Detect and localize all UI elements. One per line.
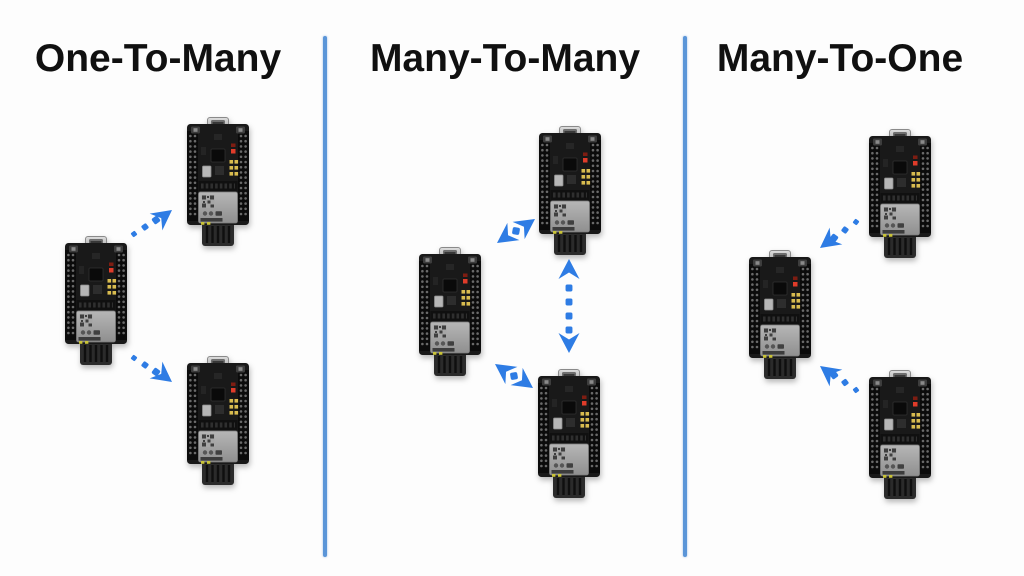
esp32-board-sender-bottom (868, 370, 932, 500)
esp32-board-receiver (748, 250, 812, 380)
section-divider-right (683, 36, 687, 557)
section-divider-left (323, 36, 327, 557)
dotted-arrow-down-right-icon (130, 354, 172, 382)
double-arrow-diagonal-ne-sw-icon (497, 219, 535, 243)
dotted-arrow-up-left-icon (820, 366, 860, 394)
section-title-many-to-one: Many-To-One (716, 37, 964, 80)
esp32-board-peer-bottom (537, 369, 601, 499)
dotted-arrow-down-left-icon (820, 218, 860, 248)
esp32-board-receiver-bottom (186, 356, 250, 486)
esp32-board-sender (64, 236, 128, 366)
double-arrow-diagonal-nw-se-icon (495, 364, 533, 388)
esp32-board-peer-top (538, 126, 602, 256)
dotted-arrow-up-right-icon (130, 210, 172, 238)
section-title-one-to-many: One-To-Many (34, 37, 282, 80)
esp32-board-receiver-top (186, 117, 250, 247)
section-title-many-to-many: Many-To-Many (369, 37, 641, 80)
esp32-board-peer-left (418, 247, 482, 377)
double-arrow-vertical-icon (558, 259, 580, 353)
esp32-board-sender-top (868, 129, 932, 259)
